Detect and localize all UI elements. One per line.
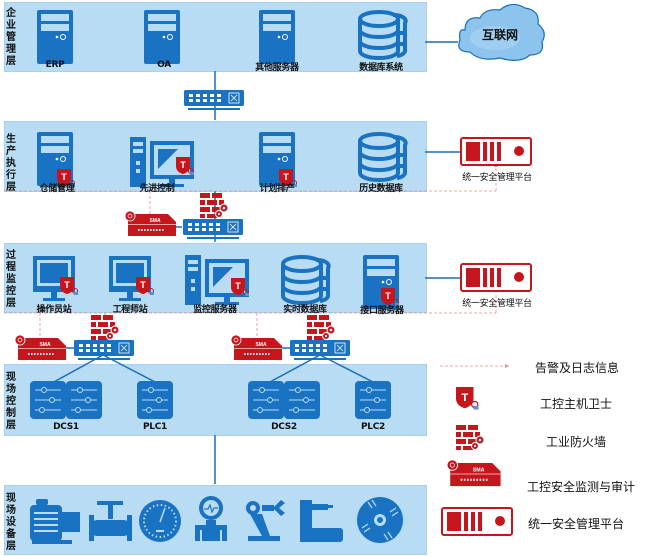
machine-tool-icon (300, 500, 343, 542)
node-label-planning: 计划排产 (259, 184, 295, 194)
controller-icon-plc2 (354, 380, 392, 420)
node-label-db-system: 数据库系统 (359, 63, 403, 73)
controller-icon-dcs2-a (247, 380, 285, 420)
node-label-dcs2: DCS2 (271, 422, 297, 432)
internet-cloud-icon (458, 3, 545, 61)
firewall-icon-process-right (306, 314, 336, 341)
legend-label-host-guard: 工控主机卫士 (540, 397, 613, 411)
sma-icon (446, 459, 502, 487)
robot-arm-icon (246, 500, 285, 541)
host-guard-icon (135, 276, 155, 296)
legend-label-alert: 告警及日志信息 (535, 361, 620, 375)
layer-band-enterprise (4, 2, 427, 72)
node-label-erp: ERP (45, 60, 65, 70)
node-label-oa: OA (157, 60, 171, 70)
layer-label-field-control: 现场控制层 (6, 372, 16, 431)
database-icon-history-db (358, 132, 408, 182)
layer-label-enterprise: 企业管理层 (6, 8, 16, 67)
pressure-transmitter-icon (195, 496, 227, 542)
node-label-monitor-server: 监控服务器 (193, 305, 237, 315)
node-label-engineer: 工程师站 (112, 305, 148, 315)
database-icon-realtime-db (281, 255, 331, 305)
switch-icon-process-right (289, 339, 351, 361)
gauge-icon (139, 500, 181, 542)
legend-label-sma: 工控安全监测与审计 (527, 480, 636, 494)
legend (440, 364, 513, 536)
server-icon-oa (143, 9, 181, 65)
server-icon-other (258, 9, 296, 65)
legend-label-firewall: 工业防火墙 (546, 435, 607, 449)
alert-log-lines (4, 165, 497, 338)
database-icon-db-system (358, 10, 408, 60)
controller-icon-dcs1-b (65, 380, 103, 420)
node-label-history-db: 历史数据库 (359, 184, 403, 194)
firewall-icon (455, 424, 485, 451)
node-label-plc2: PLC2 (361, 422, 385, 432)
management-platform-icon-production (460, 137, 532, 166)
node-label-operator: 操作员站 (36, 305, 72, 315)
layer-label-field-device: 现场设备层 (6, 493, 16, 552)
platform-label-process: 统一安全管理平台 (462, 299, 532, 309)
node-label-other-server: 其他服务器 (255, 63, 299, 73)
sma-icon-process-right (230, 334, 283, 361)
sma-icon-process-left (14, 334, 67, 361)
switch-icon-production (182, 218, 244, 240)
fan-icon (357, 497, 403, 543)
host-guard-icon (59, 276, 79, 296)
node-label-realtime-db: 实时数据库 (283, 305, 327, 315)
switch-icon-enterprise (183, 89, 245, 111)
server-icon-erp (36, 9, 74, 65)
node-label-interface-server: 接口服务器 (360, 306, 404, 316)
layer-label-process: 过程监控层 (6, 250, 16, 309)
controller-icon-plc1 (136, 380, 174, 420)
layer-label-production: 生产执行层 (6, 134, 16, 193)
sma-icon-production (124, 210, 177, 237)
management-platform-icon (441, 507, 513, 536)
node-label-dcs1: DCS1 (53, 422, 79, 432)
controller-icon-dcs2-b (283, 380, 321, 420)
layer-band-production (4, 121, 427, 192)
firewall-icon-production (199, 192, 229, 219)
node-label-plc1: PLC1 (143, 422, 167, 432)
platform-label-production: 统一安全管理平台 (462, 173, 532, 183)
host-guard-icon (455, 386, 480, 411)
controller-icon-dcs1-a (29, 380, 67, 420)
firewall-icon-process-left (90, 314, 120, 341)
management-platform-icon-process (460, 263, 532, 292)
legend-label-platform: 统一安全管理平台 (528, 517, 625, 531)
internet-label: 互联网 (482, 28, 519, 42)
node-label-warehouse: 仓储管理 (39, 184, 75, 194)
valve-icon (89, 501, 132, 541)
node-label-advanced-control: 先进控制 (139, 184, 175, 194)
motor-icon (30, 499, 80, 544)
switch-icon-process-left (73, 339, 135, 361)
